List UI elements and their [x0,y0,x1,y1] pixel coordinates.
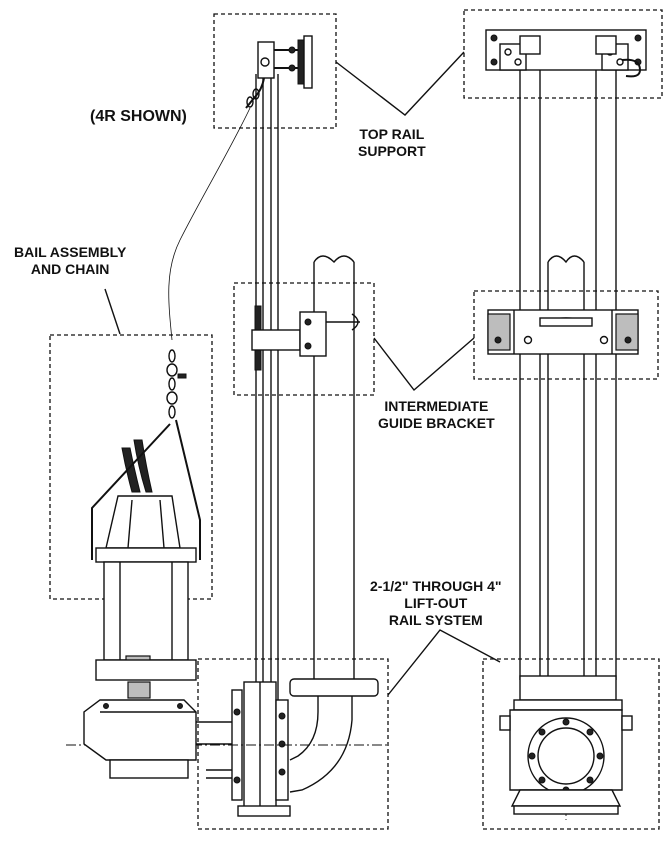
rail-system-label-line-1: 2-1/2" THROUGH 4" [370,578,502,594]
top-rail-support-label: TOP RAIL SUPPORT [358,126,426,160]
top-rail-support-label-line-2: SUPPORT [358,143,426,159]
rail-base-end-view-box [482,658,660,830]
rail-base-detail-box [197,658,389,830]
intermediate-bracket-label-line-2: GUIDE BRACKET [378,415,495,431]
model-shown-label: (4R SHOWN) [90,108,187,125]
top-rail-support-detail-box [213,13,337,129]
submersible-pump [83,349,232,779]
end-view-guide-rails [519,52,617,680]
top-rail-support-end [485,29,647,78]
top-rail-support-label-line-1: TOP RAIL [359,126,425,142]
intermediate-bracket-end-view-box [473,290,659,380]
power-cable [168,107,251,341]
leader-lines [104,51,501,696]
end-view-base [499,675,633,815]
side-view-guide-rails [255,74,279,700]
bail-assembly-label-line-2: AND CHAIN [30,261,110,277]
rail-system-label-line-3: RAIL SYSTEM [388,612,483,628]
rail-system-label: 2-1/2" THROUGH 4" LIFT-OUT RAIL SYSTEM [370,578,502,629]
top-rail-support-side [245,35,313,109]
bail-assembly-label-line-1: BAIL ASSEMBLY [14,244,127,260]
intermediate-bracket-label: INTERMEDIATE GUIDE BRACKET [378,398,495,432]
rail-system-label-line-2: LIFT-OUT [404,595,468,611]
side-view-base-elbow [206,681,291,817]
top-rail-support-end-view-box [463,9,663,99]
intermediate-bracket-side [251,305,360,371]
intermediate-bracket-end [487,309,639,355]
intermediate-bracket-label-line-1: INTERMEDIATE [384,398,489,414]
bail-assembly-label: BAIL ASSEMBLY AND CHAIN [14,244,126,278]
